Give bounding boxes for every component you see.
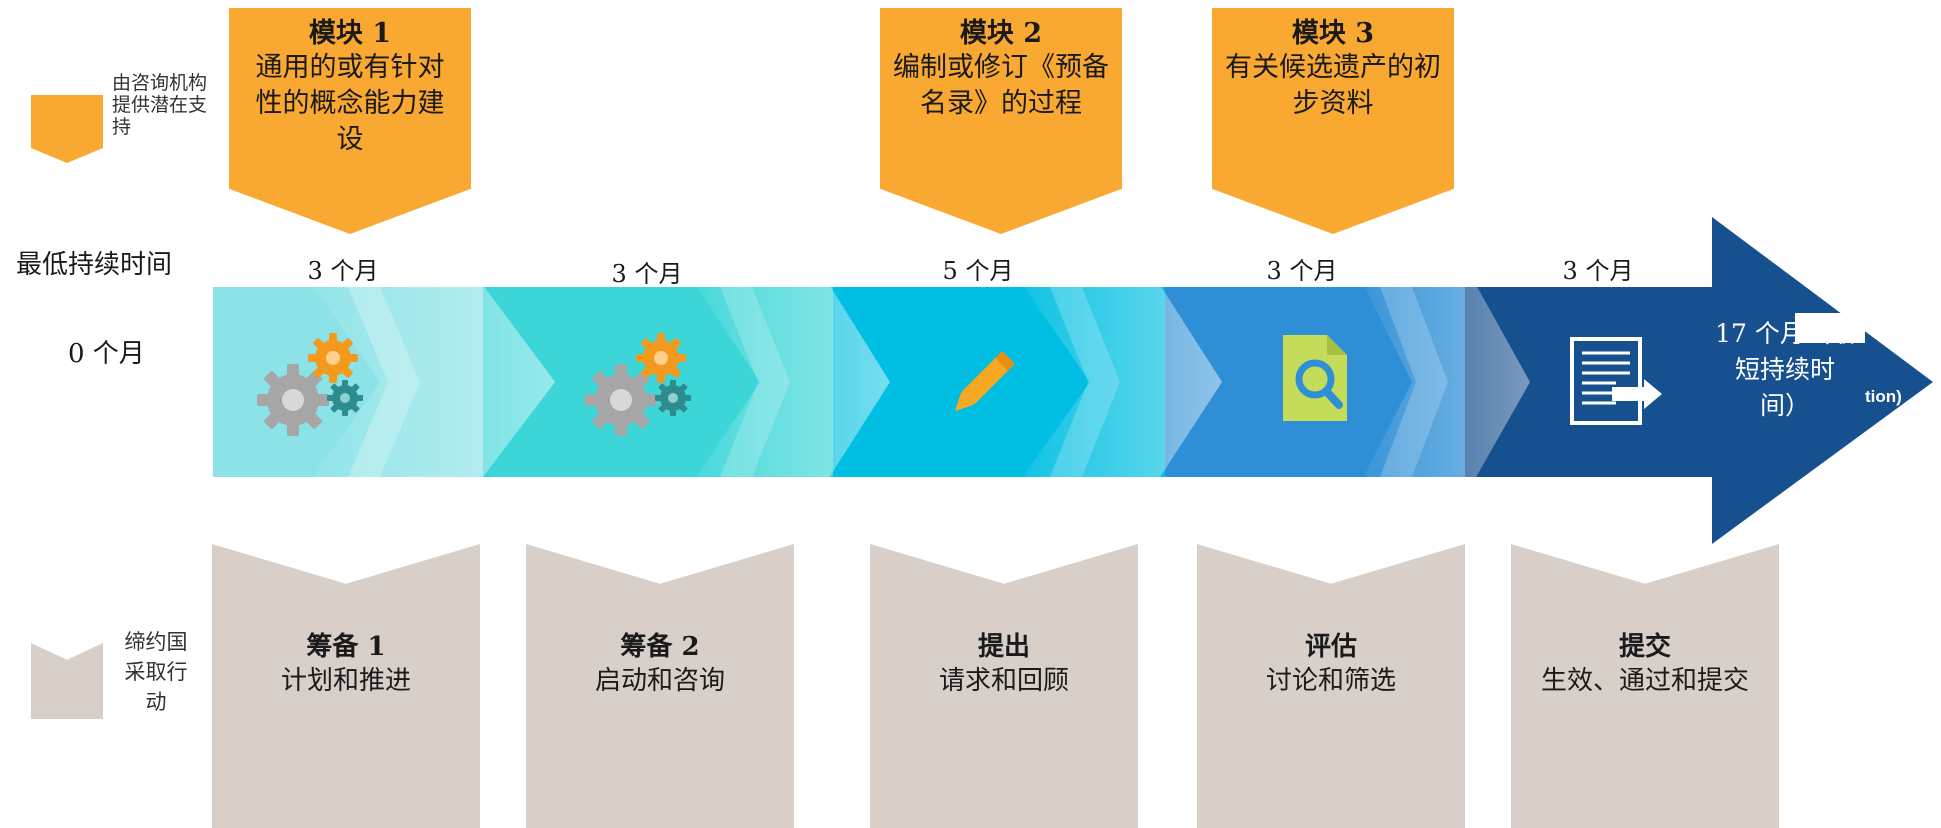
- duration-2: 3 个月: [611, 260, 683, 288]
- chevron-tip-1: [348, 287, 420, 477]
- legend-advisory-label: 由咨询机构 提供潜在支 持: [112, 72, 208, 138]
- chevron-1: [280, 238, 555, 523]
- chevron-tip-2: [720, 287, 790, 477]
- phase-4: 评估 讨论和筛选: [1197, 544, 1465, 828]
- legend-state-label: 缔约国 采取行 动: [124, 630, 188, 714]
- phase-3-title: 提出: [977, 632, 1030, 662]
- gears-icon: [255, 330, 375, 440]
- duration-bg-3: [1028, 252, 1078, 282]
- phase-4-desc: 讨论和筛选: [1265, 666, 1396, 696]
- module-1-title: 模块 1: [308, 18, 392, 49]
- document-submit-icon: [1568, 335, 1664, 431]
- phase-3-desc: 请求和回顾: [938, 666, 1069, 696]
- module-3-desc: 有关候选遗产的初 步资料: [1225, 52, 1441, 119]
- chevron-2: [665, 238, 890, 523]
- module-2: 模块 2 编制或修订《预备 名录》的过程: [880, 8, 1122, 234]
- module-2-title: 模块 2: [959, 18, 1043, 49]
- end-label-bg: [1795, 313, 1865, 343]
- module-3: 模块 3 有关候选遗产的初 步资料: [1212, 8, 1454, 234]
- chevron-tip-4: [1380, 287, 1448, 477]
- min-duration-label: 最低持续时间: [16, 250, 173, 280]
- phase-5-title: 提交: [1618, 632, 1671, 662]
- duration-bg-1: [392, 252, 442, 282]
- legend-advisory-swatch: [31, 95, 103, 163]
- duration-1: 3 个月: [307, 257, 379, 285]
- phase-1: 筹备 1 计划和推进: [212, 544, 480, 828]
- phase-2-title: 筹备 2: [620, 632, 700, 662]
- module-2-desc: 编制或修订《预备 名录》的过程: [893, 52, 1109, 119]
- phase-2: 筹备 2 启动和咨询: [526, 544, 794, 828]
- duration-bg-4: [1352, 252, 1402, 282]
- module-1-desc: 通用的或有针对 性的概念能力建 设: [255, 52, 445, 155]
- end-duration-label: 17 个月（最 短持续时 间）: [1715, 319, 1855, 420]
- phase-4-title: 评估: [1304, 632, 1357, 662]
- chevron-3: [990, 238, 1222, 523]
- gears-icon: [583, 330, 703, 440]
- module-3-title: 模块 3: [1291, 18, 1375, 49]
- pencil-icon: [936, 340, 1026, 430]
- phase-1-title: 筹备 1: [306, 632, 386, 662]
- duration-bg-2: [697, 252, 747, 282]
- phase-3: 提出 请求和回顾: [870, 544, 1138, 828]
- end-fragment-label: tion): [1865, 387, 1902, 406]
- duration-5: 3 个月: [1562, 257, 1634, 285]
- document-search-icon: [1281, 333, 1351, 423]
- phase-1-desc: 计划和推进: [280, 666, 411, 696]
- duration-3: 5 个月: [942, 257, 1014, 285]
- chevron-4: [1340, 238, 1530, 523]
- module-1: 模块 1 通用的或有针对 性的概念能力建 设: [229, 8, 471, 234]
- phase-2-desc: 启动和咨询: [594, 666, 725, 696]
- chevron-tip-3: [1050, 287, 1120, 477]
- phase-5: 提交 生效、通过和提交: [1511, 544, 1779, 828]
- start-month-label: 0 个月: [68, 339, 145, 369]
- duration-4: 3 个月: [1266, 257, 1338, 285]
- arrow-segment-5: [1465, 217, 1933, 544]
- phase-5-desc: 生效、通过和提交: [1540, 666, 1749, 696]
